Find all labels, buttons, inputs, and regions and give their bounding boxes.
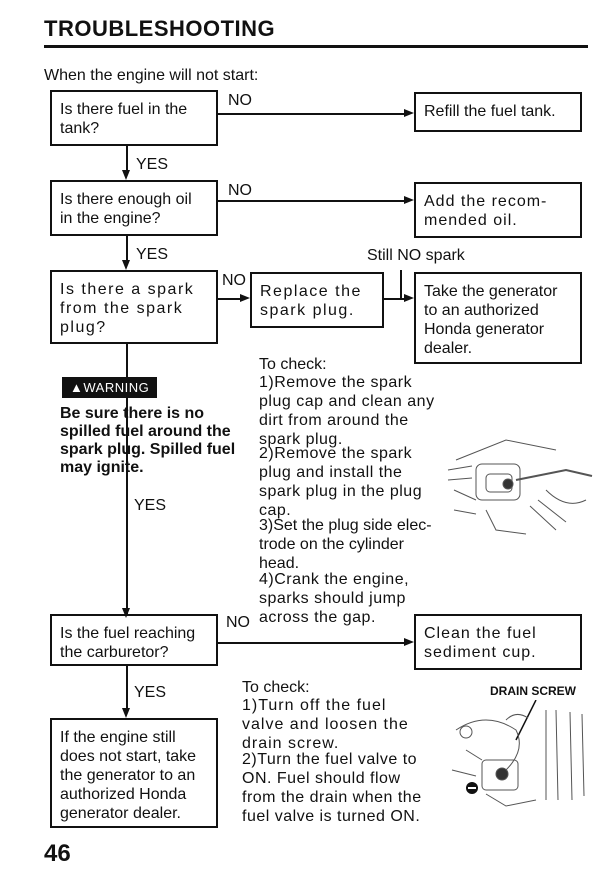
yes-label-4: YES <box>134 684 167 701</box>
drain-screw-label: DRAIN SCREW <box>490 684 576 698</box>
arrow-right-icon <box>404 294 414 302</box>
no-label-2: NO <box>228 182 252 199</box>
intro-text: When the engine will not start: <box>44 67 259 84</box>
connector-line <box>218 200 404 202</box>
no-label-1: NO <box>228 92 252 109</box>
page-number: 46 <box>44 840 71 867</box>
no-label-3: NO <box>222 272 246 289</box>
arrow-right-icon <box>240 294 250 302</box>
connector-line <box>126 236 128 264</box>
check1-step-2: 2)Remove the spark plug and install the … <box>259 445 423 519</box>
yes-label-3: YES <box>134 497 167 514</box>
answer-replace-plug-box: Replace the spark plug. <box>250 272 384 328</box>
check1-step-4: 4)Crank the engine, sparks should jump a… <box>259 571 410 626</box>
connector-line <box>126 666 128 710</box>
question-fuel-box: Is there fuel in the tank? <box>50 90 218 146</box>
connector-line <box>126 344 128 616</box>
answer-oil-box: Add the recom-mended oil. <box>414 182 582 238</box>
yes-label-2: YES <box>136 246 169 263</box>
yes-label-1: YES <box>136 156 169 173</box>
question-oil-box: Is there enough oil in the engine? <box>50 180 218 236</box>
page-title: TROUBLESHOOTING <box>44 16 276 41</box>
title-rule <box>44 45 588 48</box>
check1-heading: To check: <box>259 356 327 373</box>
check1-step-3: 3)Set the plug side elec-trode on the cy… <box>259 517 432 572</box>
check2-heading: To check: <box>242 679 310 696</box>
arrow-right-icon <box>404 196 414 204</box>
answer-refill-box: Refill the fuel tank. <box>414 92 582 132</box>
check1-step-1: 1)Remove the spark plug cap and clean an… <box>259 374 435 448</box>
question-carburetor-box: Is the fuel reaching the carburetor? <box>50 614 218 666</box>
connector-line <box>218 298 242 300</box>
check2-step-1: 1)Turn off the fuel valve and loosen the… <box>242 697 409 752</box>
warning-text: Be sure there is no spilled fuel around … <box>60 405 236 476</box>
still-no-spark-label: Still NO spark <box>367 247 465 264</box>
drain-screw-illustration <box>451 700 585 807</box>
connector-line <box>400 270 402 300</box>
connector-line <box>384 298 404 300</box>
arrow-right-icon <box>404 109 414 117</box>
warning-badge: ▲WARNING <box>62 377 158 398</box>
answer-dealer-box: Take the generator to an authorized Hond… <box>414 272 582 364</box>
connector-line <box>218 113 404 115</box>
arrow-right-icon <box>404 638 414 646</box>
connector-line <box>126 146 128 174</box>
no-label-4: NO <box>226 614 250 631</box>
connector-line <box>218 642 404 644</box>
spark-plug-illustration <box>447 439 593 535</box>
arrow-down-icon <box>122 608 130 618</box>
final-advice-box: If the engine still does not start, take… <box>50 718 218 828</box>
answer-sediment-box: Clean the fuel sediment cup. <box>414 614 582 670</box>
arrow-down-icon <box>122 170 130 180</box>
arrow-down-icon <box>122 708 130 718</box>
question-spark-box: Is there a spark from the spark plug? <box>50 270 218 344</box>
check2-step-2: 2)Turn the fuel valve to ON. Fuel should… <box>242 751 422 825</box>
arrow-down-icon <box>122 260 130 270</box>
